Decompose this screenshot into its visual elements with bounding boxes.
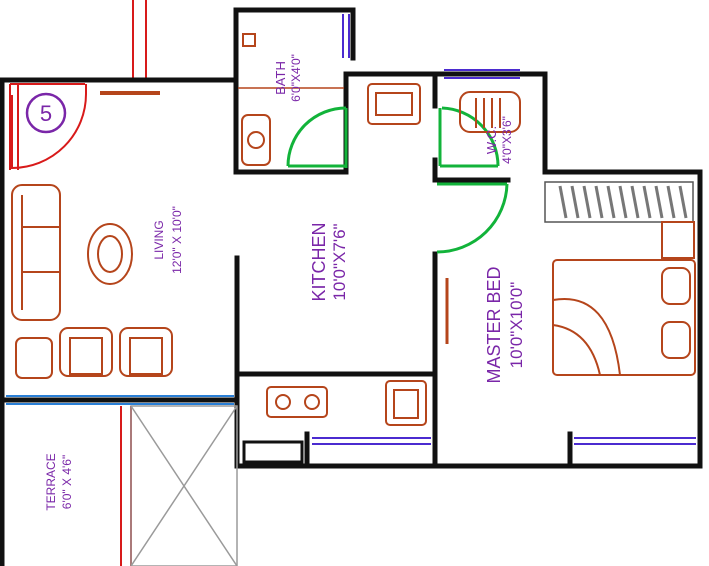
bath-size: 6'0"X4'0" <box>289 54 303 102</box>
bed <box>552 259 696 376</box>
living-name: LIVING <box>152 220 166 259</box>
kitchen-label: KITCHEN 10'0"X7'6" <box>309 222 349 301</box>
furniture <box>11 33 696 426</box>
master-bed-size: 10'0"X10'0" <box>507 282 526 369</box>
windows <box>100 14 696 445</box>
door-swings <box>11 84 509 254</box>
kitchen-name: KITCHEN <box>309 222 329 301</box>
terrace-glazing <box>6 395 234 405</box>
unit-number: 5 <box>40 101 52 126</box>
kitchen-sink <box>385 380 427 426</box>
washing-machine <box>367 83 421 125</box>
terrace-label: TERRACE 6'0" X 4'6" <box>44 453 74 510</box>
coffee-table <box>87 223 133 285</box>
living-label: LIVING 12'0" X 10'0" <box>152 206 184 274</box>
hob <box>266 386 328 418</box>
armchair <box>59 327 113 377</box>
wc-label: W.C. 4'0"X3'6" <box>484 116 514 164</box>
wash-basin <box>241 114 271 166</box>
wardrobe <box>544 181 694 223</box>
wc-pan <box>459 91 521 133</box>
bath-label: BATH 6'0"X4'0" <box>273 54 303 102</box>
master-bed-name: MASTER BED <box>484 266 504 383</box>
side-table <box>15 337 53 379</box>
wc-size: 4'0"X3'6" <box>500 116 514 164</box>
master-bed-label: MASTER BED 10'0"X10'0" <box>484 266 526 383</box>
kitchen-size: 10'0"X7'6" <box>330 223 349 300</box>
sofa <box>11 184 61 321</box>
terrace-name: TERRACE <box>44 453 58 510</box>
armchair <box>119 327 173 377</box>
terrace-size: 6'0" X 4'6" <box>60 455 74 509</box>
bath-name: BATH <box>273 61 288 95</box>
bath-tap <box>242 33 256 47</box>
bedside-table <box>661 221 695 259</box>
wc-name: W.C. <box>484 126 499 154</box>
living-size: 12'0" X 10'0" <box>170 206 184 274</box>
unit-marker: 5 <box>25 92 67 134</box>
terrace-void <box>130 405 238 566</box>
